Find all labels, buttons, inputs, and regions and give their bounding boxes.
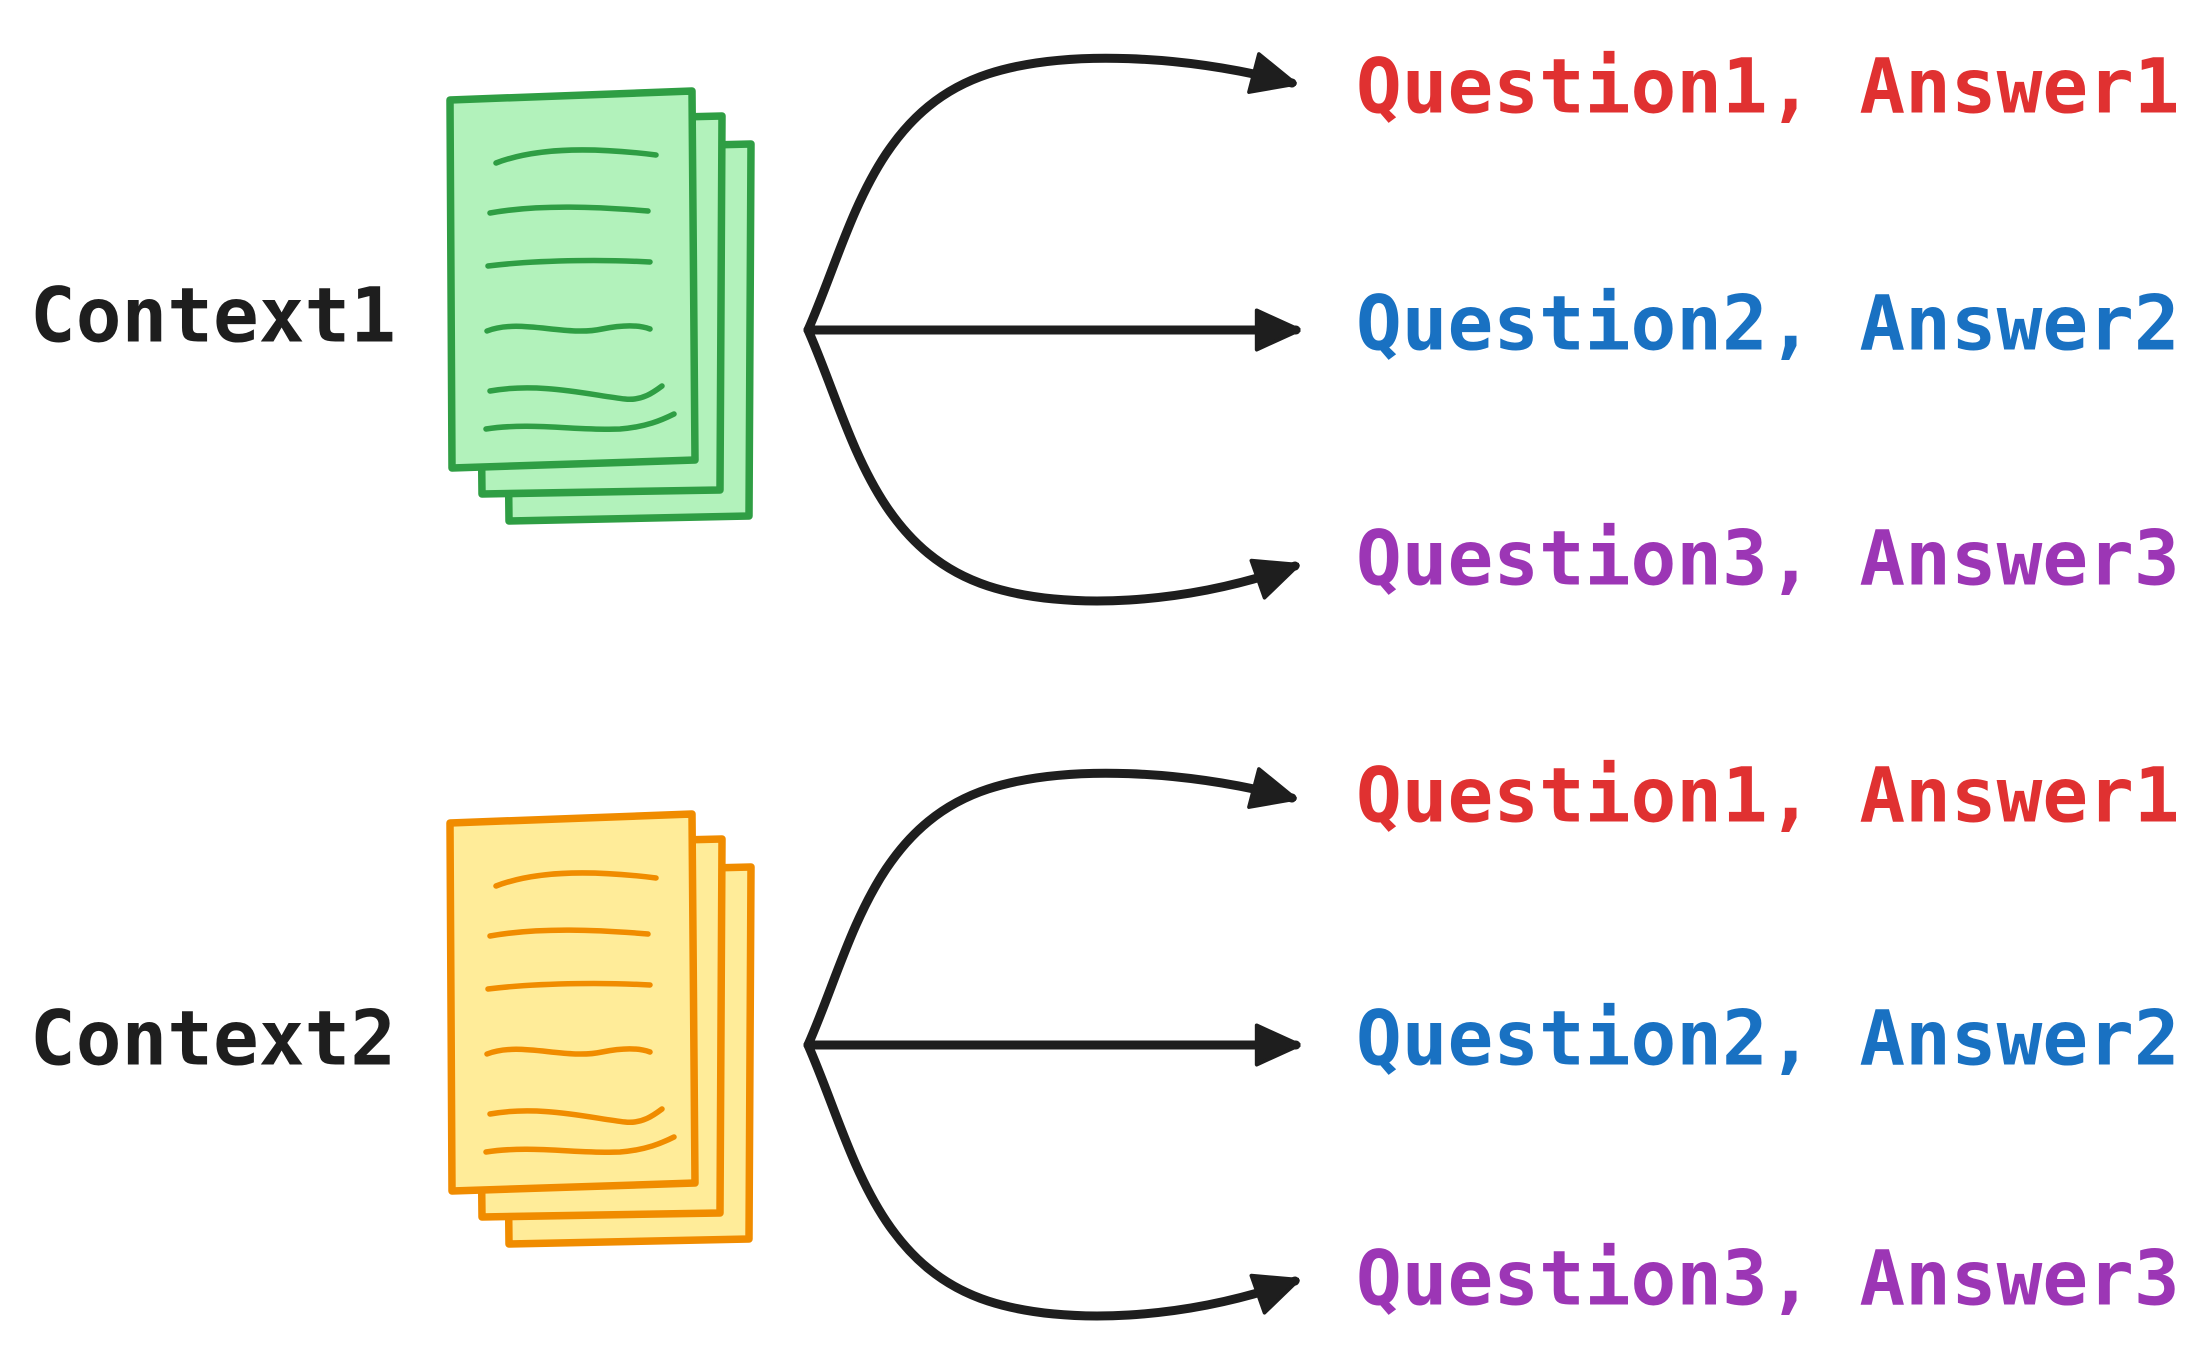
- context1-qa-pair-1: Question1, Answer1: [1356, 41, 2180, 131]
- context1-label: Context1: [30, 270, 397, 360]
- yellow-document-stack-icon: [450, 814, 751, 1244]
- context2-qa-pair-1: Question1, Answer1: [1356, 750, 2180, 840]
- green-document-stack-icon: [450, 91, 751, 521]
- context1-qa-pair-2: Question2, Answer2: [1356, 278, 2180, 368]
- context1-qa-pair-3: Question3, Answer3: [1356, 513, 2180, 603]
- context2-arrow-fan-icon: [808, 773, 1296, 1316]
- context2-label: Context2: [30, 993, 397, 1083]
- context2-qa-pair-3: Question3, Answer3: [1356, 1233, 2180, 1323]
- context2-qa-pair-2: Question2, Answer2: [1356, 993, 2180, 1083]
- context1-arrow-fan-icon: [808, 58, 1296, 601]
